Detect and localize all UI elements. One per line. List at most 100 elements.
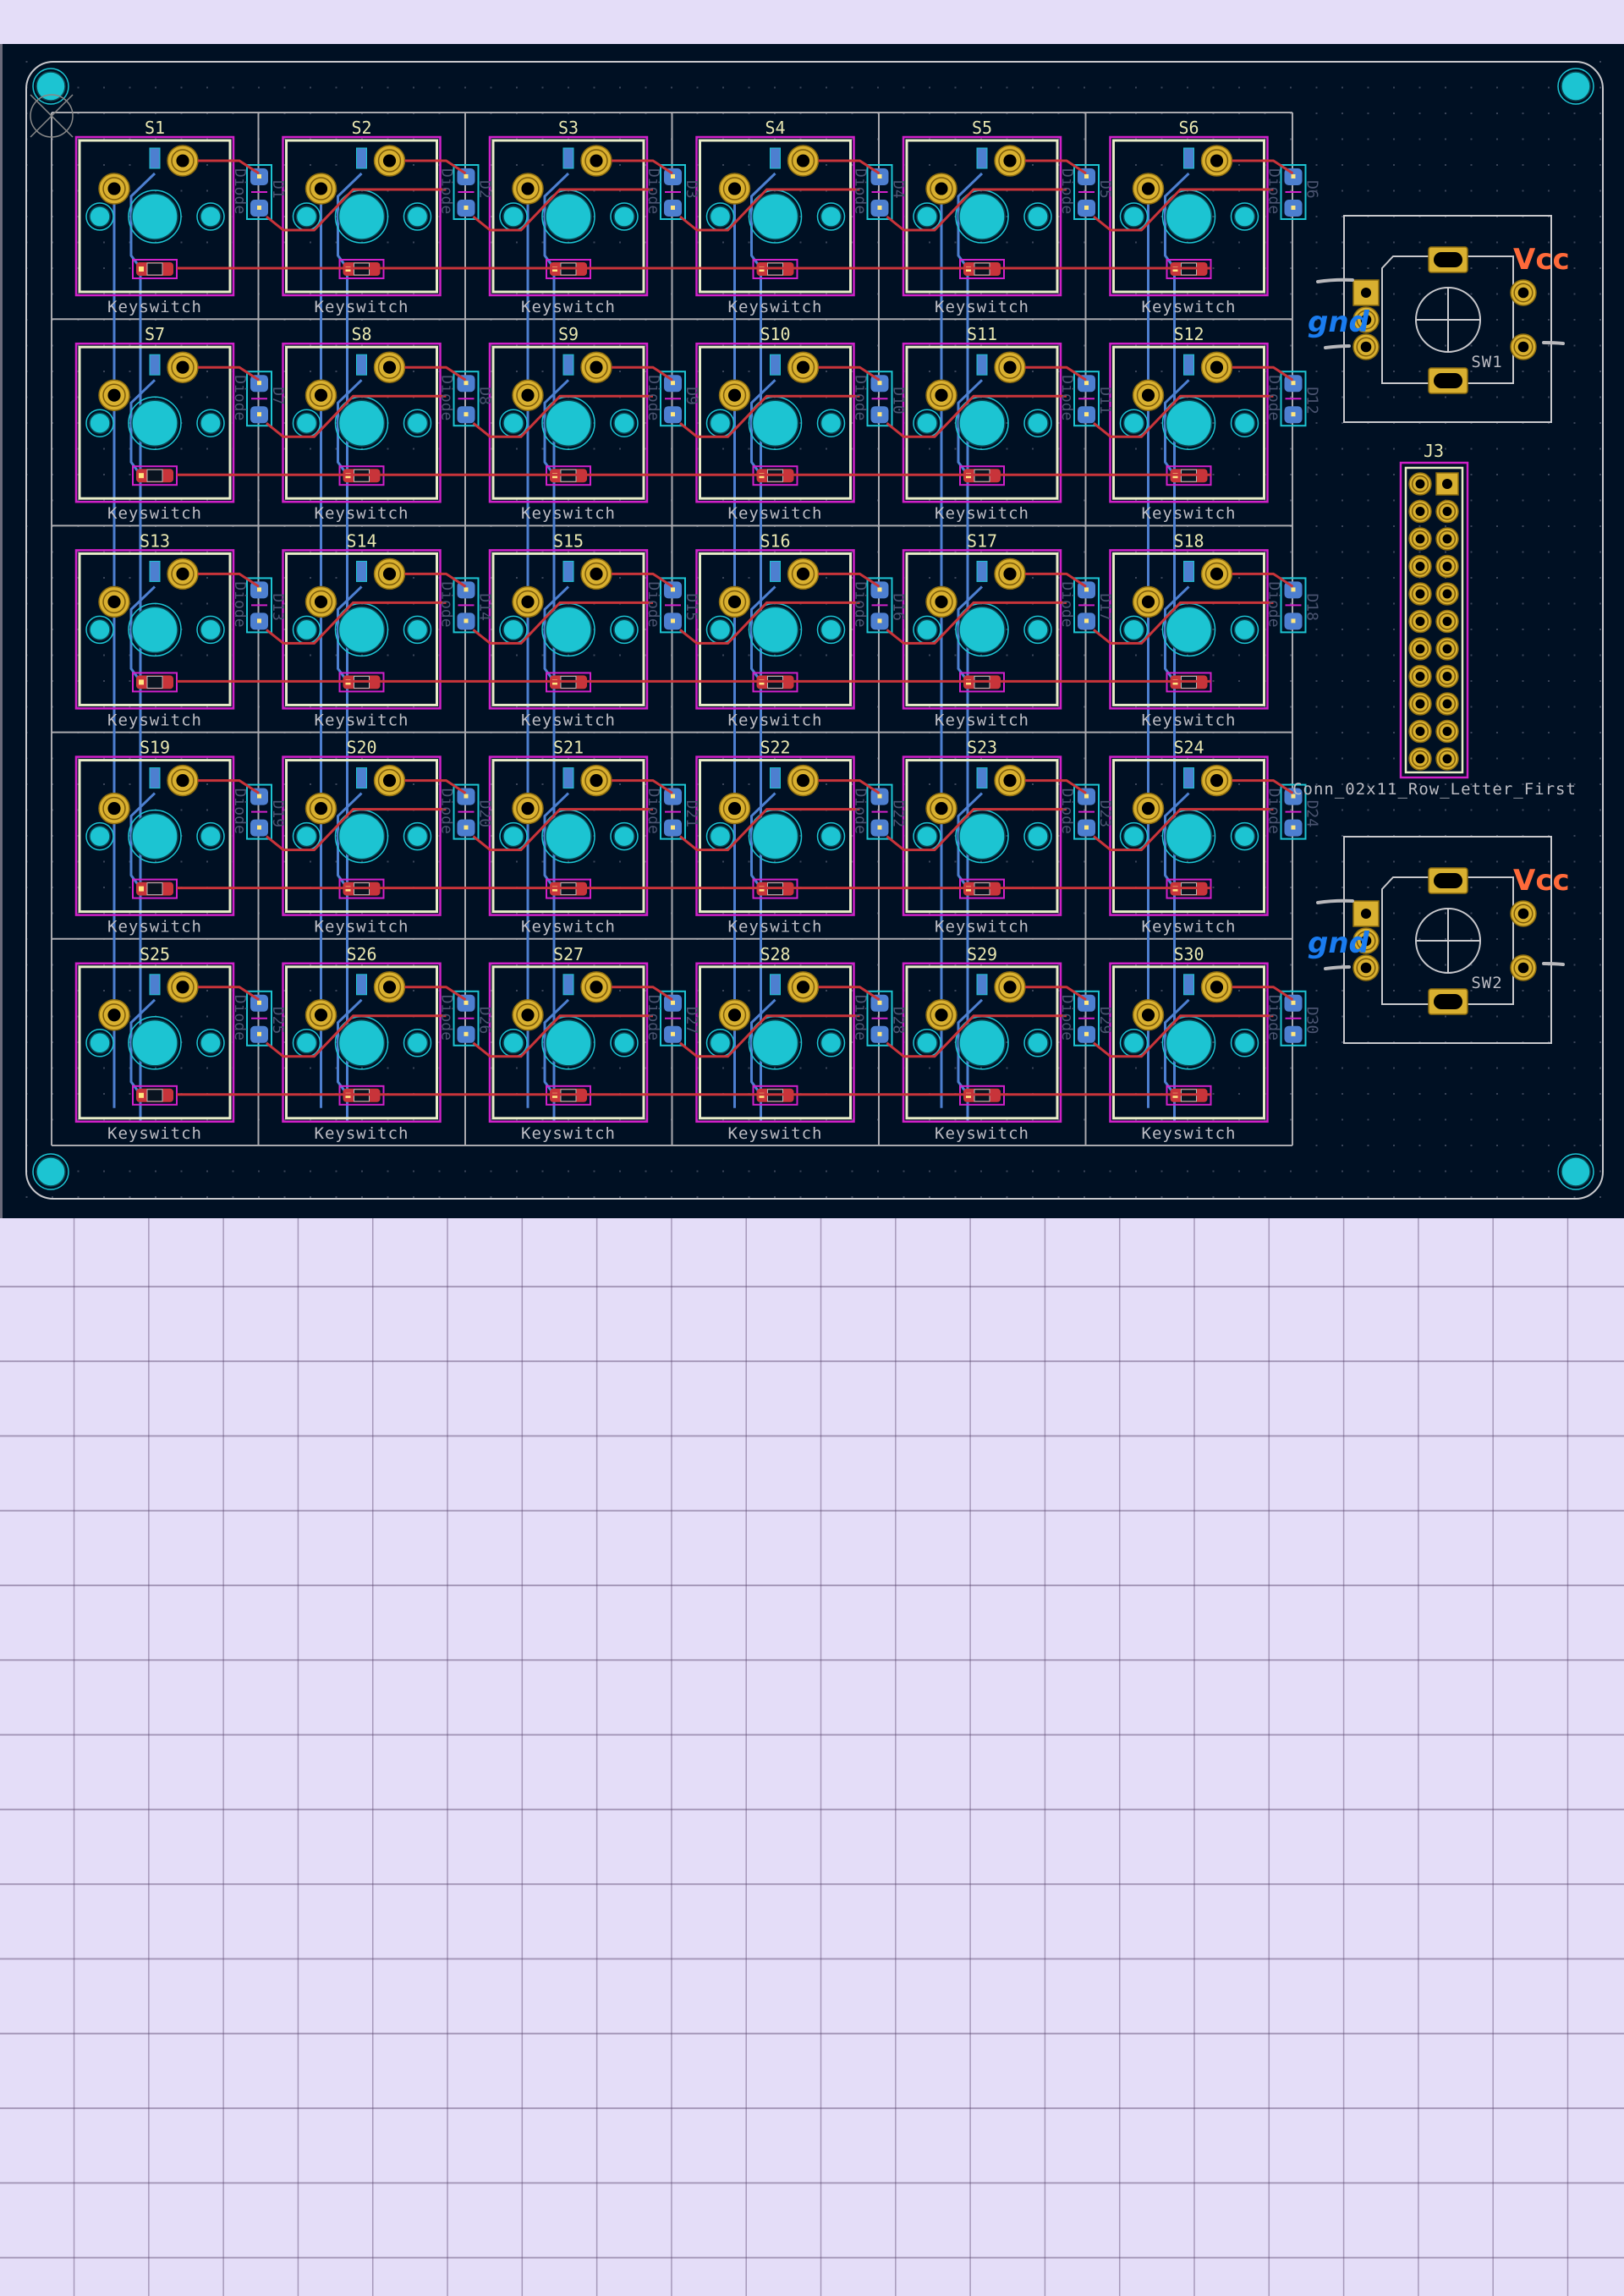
side-diode-via	[877, 794, 882, 799]
switch-front-trace	[818, 986, 881, 1002]
side-diode-via	[877, 206, 882, 210]
switch-ref-label: S18	[1173, 530, 1204, 551]
switch-pad-2-ring	[1204, 149, 1229, 173]
side-diode-via	[464, 412, 469, 417]
diode-symbol-icon	[146, 1089, 163, 1102]
diode-symbol-icon	[146, 675, 163, 689]
switch-pad-2-ring	[1204, 355, 1229, 379]
row-link-trace	[1093, 188, 1274, 232]
keyswitch-s30	[1109, 962, 1307, 1123]
switch-mount-hole	[820, 825, 842, 848]
switch-front-trace	[404, 572, 467, 588]
switch-ref-label: S15	[553, 530, 584, 551]
diode-value-label: Diode	[1265, 581, 1283, 627]
switch-outline	[1112, 759, 1265, 914]
origin-marker-icon	[30, 94, 74, 138]
keyswitch-s28	[695, 962, 893, 1123]
switch-center-hole	[1165, 1019, 1213, 1067]
switch-outline	[1112, 552, 1265, 706]
side-diode-via	[1084, 1000, 1089, 1005]
side-diode-courtyard	[1280, 577, 1307, 634]
diode-value-label: Diode	[438, 581, 456, 627]
switch-outline	[491, 759, 645, 914]
side-diode-via	[464, 618, 469, 623]
keyswitch-s17	[902, 549, 1100, 710]
row-link-trace	[1093, 1014, 1274, 1058]
diode-ref-label: D1	[269, 180, 287, 199]
switch-mount-hole	[613, 1032, 635, 1054]
switch-front-trace	[818, 159, 881, 175]
side-diode-via	[464, 825, 469, 830]
switch-mount-hole	[200, 618, 222, 641]
switch-center-hole	[545, 399, 592, 447]
switch-back-trace	[129, 792, 156, 889]
switch-pad-1-drill	[314, 388, 328, 402]
diode-value-label: Diode	[1058, 581, 1076, 627]
switch-pad-1-drill	[1141, 595, 1155, 608]
encoder-pad-ring	[1356, 931, 1376, 951]
switch-pad-2-drill	[1210, 154, 1224, 168]
switch-pad-1-drill	[727, 595, 742, 608]
switch-center-hole	[751, 812, 799, 860]
keyswitch-s7	[74, 342, 272, 503]
switch-pad-1-ring	[1136, 1003, 1160, 1027]
row-link-trace	[266, 808, 447, 852]
encoder-mount-slot	[1434, 873, 1462, 888]
encoder-pad-drill	[1360, 314, 1372, 326]
switch-center-hole	[958, 606, 1006, 654]
switch-pad-1-ring	[309, 177, 333, 200]
connector-pin-ring	[1438, 612, 1457, 630]
switch-value-label: Keyswitch	[521, 711, 616, 729]
row-link-trace	[472, 808, 653, 852]
switch-ref-label: S24	[1173, 738, 1204, 758]
side-diode-courtyard	[866, 990, 893, 1046]
connector-j3	[1399, 461, 1469, 779]
switch-pad-1-ring	[722, 177, 747, 200]
side-diode-via	[1291, 412, 1296, 417]
diode-ref-label: D21	[683, 800, 700, 828]
side-diode-via	[257, 1031, 261, 1036]
diode-ref-label: D24	[1303, 800, 1321, 828]
side-diode-courtyard	[246, 783, 272, 840]
side-diode-via	[1084, 618, 1089, 623]
switch-back-trace	[750, 379, 776, 476]
diode-value-label: Diode	[1058, 995, 1076, 1041]
front-copper-traces	[177, 159, 1294, 1096]
switch-front-trace	[612, 986, 673, 1002]
side-diode-via	[257, 794, 261, 799]
switch-outline	[285, 345, 438, 500]
switch-mount-hole	[502, 825, 524, 848]
side-diode-via	[464, 174, 469, 179]
switch-smd-pad	[562, 354, 574, 376]
diode-value-label: Diode	[231, 995, 249, 1041]
switch-smd-pad	[976, 767, 988, 789]
switch-pad-1-ring	[930, 590, 953, 614]
switch-mount-hole	[1233, 206, 1256, 228]
side-diode-via	[257, 618, 261, 623]
connector-pin-drill	[1442, 644, 1452, 654]
switch-center-hole	[1165, 606, 1213, 654]
row-link-trace	[266, 394, 447, 438]
switch-smd-pad	[149, 767, 161, 789]
connector-pin-ring	[1411, 558, 1429, 575]
switch-value-label: Keyswitch	[935, 711, 1029, 729]
switch-mount-hole-ring	[196, 202, 225, 231]
switch-center-hole	[1165, 812, 1213, 860]
switch-pad-2-drill	[1003, 154, 1017, 168]
switch-front-trace	[404, 779, 467, 794]
side-diode-via	[257, 587, 261, 592]
encoder-ref-label: SW2	[1471, 974, 1502, 992]
side-diode-courtyard	[1280, 783, 1307, 840]
encoder-mount-slot	[1434, 252, 1462, 267]
switch-value-label: Keyswitch	[521, 1124, 616, 1143]
switch-ref-label: S23	[967, 738, 997, 758]
switch-mount-hole	[200, 1032, 222, 1054]
diode-value-label: Diode	[1058, 788, 1076, 834]
side-diode-courtyard	[866, 783, 893, 840]
switch-front-trace	[198, 159, 260, 175]
switch-mount-hole	[1122, 412, 1145, 434]
diode-ref-label: D22	[890, 800, 908, 828]
side-diode-via	[1291, 1031, 1296, 1036]
